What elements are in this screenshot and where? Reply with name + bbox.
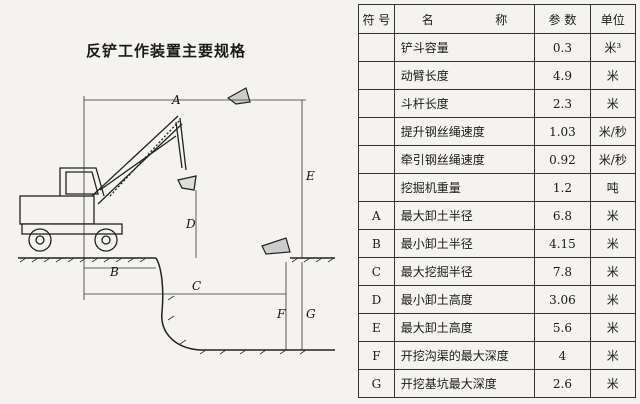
cell-symbol: B	[358, 229, 395, 258]
cell-value: 4	[534, 341, 591, 370]
ground-line	[18, 257, 335, 351]
label-b: B	[109, 265, 119, 279]
cell-name: 挖掘机重量	[393, 173, 536, 202]
cell-name: 最大挖掘半径	[393, 257, 536, 286]
excavator	[19, 115, 197, 252]
cell-symbol: E	[358, 313, 395, 342]
cell-value: 2.6	[534, 369, 591, 398]
label-f: F	[276, 307, 286, 321]
header-name: 名称	[393, 4, 536, 34]
table-header-row: 符 号 名称 参 数 单位	[358, 4, 637, 34]
cell-unit: 米	[589, 285, 637, 314]
label-g: G	[306, 307, 316, 321]
dimension-lines	[83, 96, 306, 350]
cell-value: 4.15	[534, 229, 591, 258]
ground-hatch	[19, 257, 335, 355]
label-e: E	[305, 169, 315, 183]
bucket-high	[226, 87, 251, 105]
page-title: 反铲工作装置主要规格	[86, 42, 247, 60]
cell-value: 1.2	[534, 173, 591, 202]
header-symbol: 符 号	[358, 4, 395, 34]
cell-name: 铲斗容量	[393, 33, 536, 62]
label-a: A	[171, 93, 181, 107]
cell-unit: 吨	[589, 173, 637, 202]
cell-unit: 米	[589, 257, 637, 286]
cell-unit: 米	[589, 341, 637, 370]
header-value: 参 数	[534, 4, 591, 34]
cell-symbol	[358, 117, 395, 146]
cell-symbol	[358, 89, 395, 118]
cell-value: 0.3	[534, 33, 591, 62]
cell-value: 1.03	[534, 117, 591, 146]
cell-value: 3.06	[534, 285, 591, 314]
cell-name: 最小卸土高度	[393, 285, 536, 314]
cell-unit: 米³	[589, 33, 637, 62]
cell-name: 最小卸土半径	[393, 229, 536, 258]
label-d: D	[185, 217, 196, 231]
cell-symbol	[358, 61, 395, 90]
excavator-diagram: A B C D E F G	[18, 87, 335, 355]
cell-name: 开挖沟渠的最大深度	[393, 341, 536, 370]
cell-symbol: G	[358, 369, 395, 398]
cell-value: 7.8	[534, 257, 591, 286]
cell-unit: 米	[589, 229, 637, 258]
cell-symbol: C	[358, 257, 395, 286]
cell-value: 6.8	[534, 201, 591, 230]
cell-unit: 米	[589, 313, 637, 342]
cell-symbol	[358, 145, 395, 174]
cell-unit: 米/秒	[589, 117, 637, 146]
label-c: C	[192, 279, 201, 293]
cell-value: 0.92	[534, 145, 591, 174]
cell-name: 动臂长度	[393, 61, 536, 90]
cell-unit: 米	[589, 89, 637, 118]
cell-name: 斗杆长度	[393, 89, 536, 118]
cell-name: 牵引钢丝绳速度	[393, 145, 536, 174]
cell-symbol	[358, 33, 395, 62]
bucket-ground	[261, 237, 291, 255]
header-unit: 单位	[589, 4, 637, 34]
cell-name: 提升钢丝绳速度	[393, 117, 536, 146]
header-name-right: 称	[495, 12, 508, 27]
cell-value: 4.9	[534, 61, 591, 90]
cell-symbol	[358, 173, 395, 202]
cell-value: 5.6	[534, 313, 591, 342]
cell-symbol: A	[358, 201, 395, 230]
cell-symbol: F	[358, 341, 395, 370]
cell-value: 2.3	[534, 89, 591, 118]
cell-unit: 米	[589, 61, 637, 90]
cell-symbol: D	[358, 285, 395, 314]
cell-unit: 米/秒	[589, 145, 637, 174]
cell-name: 最大卸土半径	[393, 201, 536, 230]
cell-unit: 米	[589, 369, 637, 398]
header-name-left: 名	[421, 12, 434, 27]
cell-name: 最大卸土高度	[393, 313, 536, 342]
cell-name: 开挖基坑最大深度	[393, 369, 536, 398]
cell-unit: 米	[589, 201, 637, 230]
